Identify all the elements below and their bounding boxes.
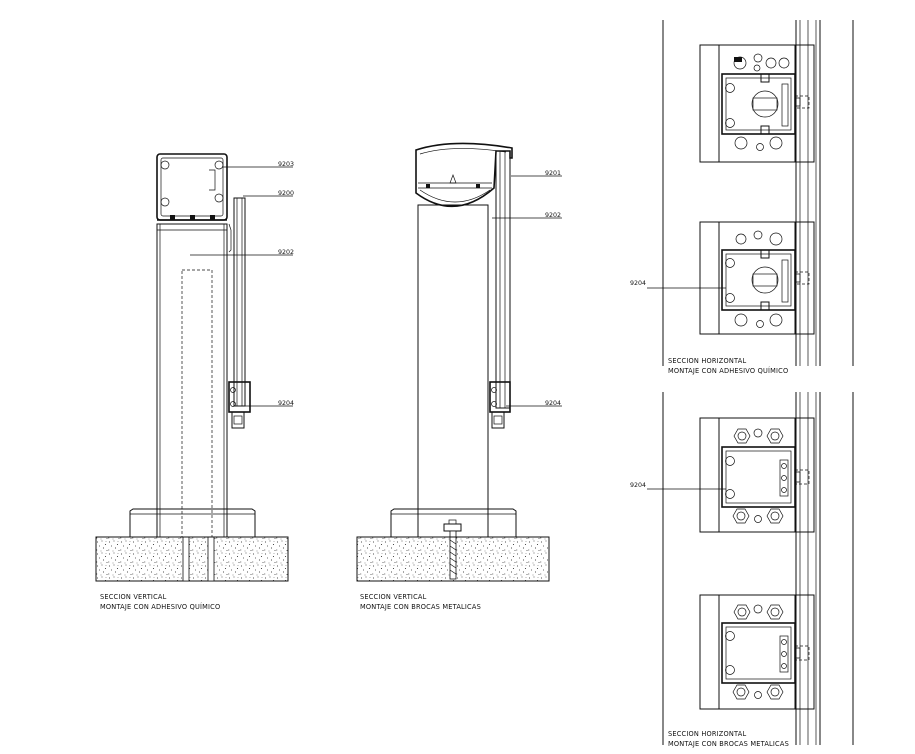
post-body [156, 223, 228, 538]
caption-subtitle: MONTAJE CON BROCAS METALICAS [668, 740, 789, 748]
horizontal-section-bolts-drawing [647, 392, 854, 745]
vertical-section-bolts-drawing [356, 142, 562, 582]
caption-subtitle: MONTAJE CON ADHESIVO QUÍMICO [100, 602, 220, 611]
vertical-section-chemical-drawing [95, 153, 293, 582]
anchor-rod [207, 536, 215, 582]
top-rail-profile [415, 142, 513, 208]
label-9204: 9204 [630, 482, 646, 489]
caption-subtitle: MONTAJE CON BROCAS METALICAS [360, 603, 481, 611]
top-rail-profile [156, 153, 228, 231]
label-9202: 9202 [545, 212, 561, 219]
label-9201: 9201 [545, 170, 561, 177]
label-9202: 9202 [278, 249, 294, 256]
caption-title: SECCION VERTICAL [100, 593, 167, 601]
caption-title: SECCION VERTICAL [360, 593, 427, 601]
label-9200: 9200 [278, 190, 294, 197]
glass-panel [495, 150, 511, 409]
concrete-slab [95, 536, 289, 582]
glass-clamp [228, 381, 251, 429]
anchor-rod [182, 536, 190, 582]
caption-title: SECCION HORIZONTAL [668, 730, 746, 738]
glass-clamp [489, 381, 511, 429]
post-plate-unit [699, 44, 815, 163]
caption-subtitle: MONTAJE CON ADHESIVO QUÍMICO [668, 366, 788, 375]
inner-insert-dashed [181, 269, 213, 538]
horizontal-section-chemical-drawing [647, 20, 854, 366]
anchor-bolt [443, 519, 462, 580]
post-plate-unit [699, 221, 815, 335]
post-plate-unit [699, 417, 815, 533]
post-plate-unit [699, 594, 815, 710]
glass-panel [233, 197, 246, 407]
caption-title: SECCION HORIZONTAL [668, 357, 746, 365]
label-9204: 9204 [545, 400, 561, 407]
label-9204: 9204 [630, 280, 646, 287]
base-plate [129, 508, 256, 538]
label-9203: 9203 [278, 161, 294, 168]
base-plate [390, 508, 517, 538]
post-body [417, 204, 489, 538]
label-9204: 9204 [278, 400, 294, 407]
